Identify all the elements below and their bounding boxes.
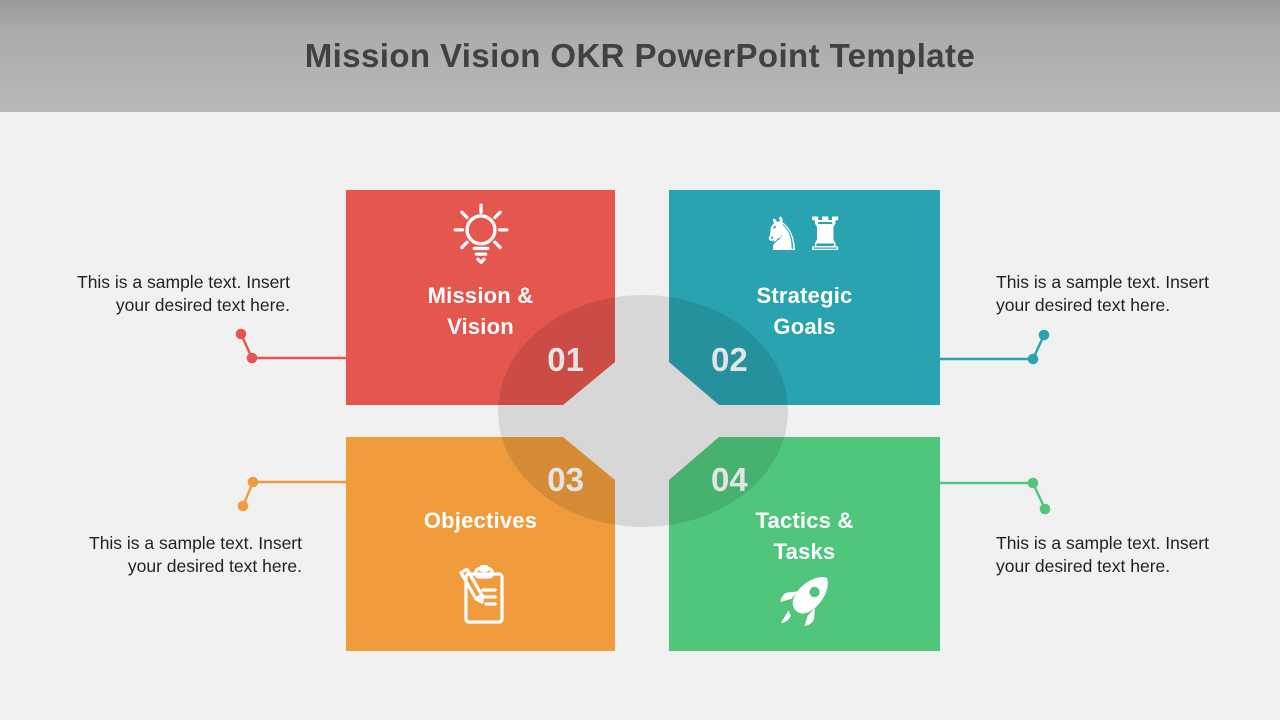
chess-knight-glyph: ♞ (761, 207, 805, 261)
card-number: 02 (711, 341, 748, 378)
card-title: Tactics & Tasks (755, 508, 854, 564)
annotation-strategic-goals[interactable]: This is a sample text. Insert your desir… (996, 272, 1209, 315)
card-number: 01 (547, 341, 584, 378)
card-mission-vision[interactable]: Mission & Vision 01 (346, 190, 615, 405)
clipboard-pencil-icon (346, 565, 615, 629)
connector-strategic-goals (940, 329, 1050, 365)
card-tactics-tasks[interactable]: Tactics & Tasks 04 (669, 437, 940, 651)
card-number: 04 (711, 461, 748, 498)
card-number: 03 (547, 461, 584, 498)
connector-objectives (237, 476, 346, 512)
connector-tactics-tasks (940, 477, 1051, 515)
slide-header: Mission Vision OKR PowerPoint Template (0, 0, 1280, 112)
card-title: Mission & Vision (427, 283, 534, 339)
card-title: Objectives (423, 508, 538, 533)
chess-rook-glyph: ♜ (804, 207, 848, 261)
annotation-objectives[interactable]: This is a sample text. Insert your desir… (89, 533, 302, 576)
chess-pieces-icon: ♞♜ (669, 208, 940, 260)
annotation-mission-vision[interactable]: This is a sample text. Insert your desir… (77, 272, 290, 315)
card-strategic-goals[interactable]: ♞♜ Strategic Goals 02 (669, 190, 940, 405)
lightbulb-icon (346, 202, 615, 266)
annotation-tactics-tasks[interactable]: This is a sample text. Insert your desir… (996, 533, 1209, 576)
card-objectives[interactable]: Objectives 03 (346, 437, 615, 651)
card-title: Strategic Goals (756, 283, 853, 339)
page-title[interactable]: Mission Vision OKR PowerPoint Template (304, 37, 976, 74)
connector-mission-vision (235, 328, 346, 364)
rocket-icon (669, 569, 940, 633)
